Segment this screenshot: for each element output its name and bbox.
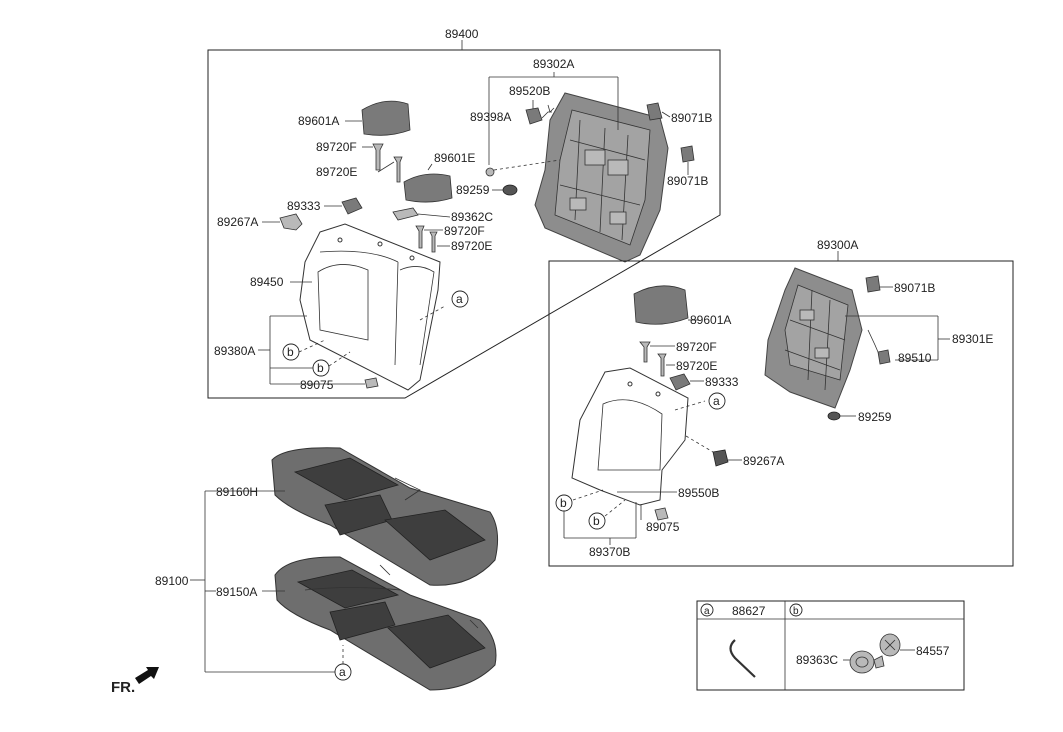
legend-table: a 88627 b 89363C 84557 [696, 600, 965, 691]
label-89398A: 89398A [470, 110, 511, 124]
cover-89362C [392, 207, 419, 221]
headrest-89601A-1 [361, 100, 411, 136]
label-89150A: 89150A [216, 585, 257, 599]
guide-89720F-3 [639, 341, 651, 363]
group-89400-border [207, 49, 721, 399]
clip-89510 [877, 349, 891, 365]
label-89601A-2: 89601A [690, 313, 731, 327]
callout-a-1 [451, 290, 469, 308]
label-89075-1: 89075 [300, 378, 334, 392]
nut-89398A [485, 167, 495, 177]
label-89450: 89450 [250, 275, 284, 289]
bracket-89071B-side [680, 145, 695, 163]
seatback-frame-89301E [764, 267, 863, 409]
bracket-89071B-3 [865, 275, 881, 293]
label-89160H: 89160H [216, 485, 258, 499]
label-89720F-1: 89720F [316, 140, 357, 154]
label-89720F-3: 89720F [676, 340, 717, 354]
label-89259-2: 89259 [858, 410, 892, 424]
label-88627: 88627 [732, 604, 766, 618]
clip-89075-1 [364, 377, 379, 389]
label-89267A-1: 89267A [217, 215, 258, 229]
group-89400: 89400 89302A 89520B 89398A 89071B 89071B [207, 27, 721, 399]
seat-cushion-89160H [271, 447, 499, 586]
headrest-89601E [403, 173, 453, 203]
label-89302A: 89302A [533, 57, 574, 71]
label-89333-1: 89333 [287, 199, 321, 213]
bezel-89267A-2 [712, 449, 729, 467]
label-89071B-1: 89071B [671, 111, 712, 125]
headrest-89601A-2 [633, 285, 689, 325]
label-89550B: 89550B [678, 486, 719, 500]
label-89720E-3: 89720E [676, 359, 717, 373]
label-89259-1: 89259 [456, 183, 490, 197]
callout-b-3-text: b [560, 496, 567, 510]
bezel-89267A-1 [279, 213, 303, 231]
hog-ring-88627 [729, 639, 756, 678]
label-front: FR. [111, 679, 135, 696]
label-89380A: 89380A [214, 344, 255, 358]
group-89300A-border [548, 260, 1014, 567]
label-89075-2: 89075 [646, 520, 680, 534]
label-84557: 84557 [916, 644, 950, 658]
guide-89720F-1 [372, 143, 384, 171]
grommet-89259-2 [827, 411, 841, 421]
label-89071B-3: 89071B [894, 281, 935, 295]
grommet-89259-1 [502, 184, 518, 196]
seatback-frame-89302A [534, 92, 669, 263]
callout-b-2-text: b [317, 361, 324, 375]
callout-a-2-text: a [713, 394, 720, 408]
bezel-89333-1 [341, 197, 363, 215]
label-89720E-2: 89720E [451, 239, 492, 253]
label-89301E: 89301E [952, 332, 993, 346]
label-89100: 89100 [155, 574, 189, 588]
label-89400: 89400 [445, 27, 479, 41]
label-89601E: 89601E [434, 151, 475, 165]
callout-b-4 [588, 512, 606, 530]
label-89300A: 89300A [817, 238, 858, 252]
label-89363C: 89363C [796, 653, 838, 667]
label-89520B: 89520B [509, 84, 550, 98]
label-89601A-1: 89601A [298, 114, 339, 128]
callout-a-2 [708, 392, 726, 410]
legend-callout-a [700, 603, 714, 617]
callout-a-1-text: a [456, 292, 463, 306]
callout-b-4-text: b [593, 514, 600, 528]
bezel-89333-2 [669, 373, 691, 391]
guide-89720E-3 [657, 353, 667, 377]
label-89720F-2: 89720F [444, 224, 485, 238]
clip-89363C [849, 650, 875, 674]
label-89370B: 89370B [589, 545, 630, 559]
clip-89520B [525, 107, 543, 125]
bracket-89071B-top [646, 102, 663, 121]
group-89300A: 89300A 89071B 89301E 89510 89259 89601A … [548, 238, 1014, 567]
label-89362C: 89362C [451, 210, 493, 224]
label-89267A-2: 89267A [743, 454, 784, 468]
callout-a-3-text: a [339, 665, 346, 679]
front-arrow-icon [135, 667, 159, 684]
callout-a-3 [334, 663, 352, 681]
guide-89720E-1 [393, 156, 403, 183]
seatback-cover-89380A [299, 223, 441, 391]
guide-89720F-2 [415, 225, 425, 249]
legend-callout-a-text: a [704, 606, 710, 617]
label-89071B-2: 89071B [667, 174, 708, 188]
guide-89720E-2 [429, 231, 438, 253]
seat-cushion-89150A [274, 556, 497, 691]
label-89720E-1: 89720E [316, 165, 357, 179]
legend-callout-b [789, 603, 803, 617]
legend-callout-b-text: b [793, 606, 799, 617]
callout-b-1-text: b [287, 345, 294, 359]
clip-89075-2 [654, 507, 669, 521]
seatback-cover-89370B [571, 367, 689, 506]
label-89510: 89510 [898, 351, 932, 365]
label-89333-2: 89333 [705, 375, 739, 389]
